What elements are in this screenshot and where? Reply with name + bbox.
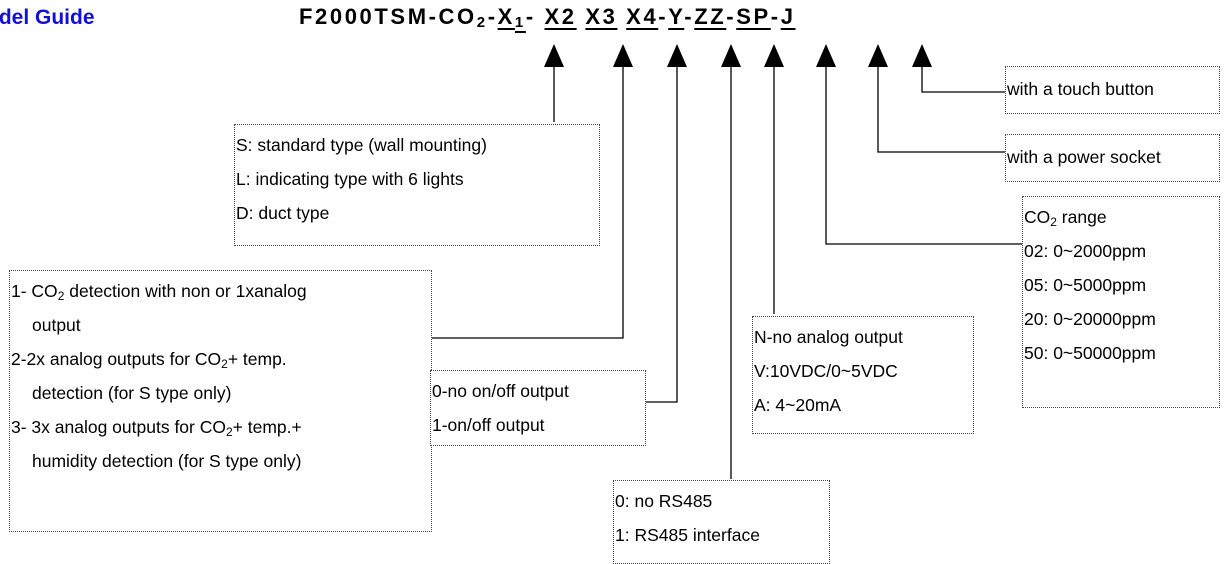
y-analog-line: N-no analog output xyxy=(754,327,903,347)
arrow-head-x3 xyxy=(667,44,687,67)
model-code-part: - xyxy=(770,4,781,29)
zz-range-line: CO2 range xyxy=(1024,207,1107,229)
x3-onoff-line: 0-no on/off output xyxy=(432,381,569,401)
x1-type-line: D: duct type xyxy=(236,203,330,223)
model-code-part: ZZ xyxy=(694,4,727,29)
arrow-head-x4 xyxy=(721,44,741,67)
x3-onoff-line: 1-on/off output xyxy=(432,415,545,435)
model-code: F2000TSM-CO2-X1- X2 X3 X4-Y-ZZ-SP-J xyxy=(299,4,796,31)
model-code-part: - xyxy=(726,4,737,29)
arrow-head-zz xyxy=(816,44,836,67)
model-code-part: - xyxy=(487,4,498,29)
zz-range-box: CO2 range 02: 0~2000ppm 05: 0~5000ppm 20: 0… xyxy=(1022,196,1220,408)
model-code-part: - xyxy=(525,4,545,29)
zz-range-line: 50: 0~50000ppm xyxy=(1024,343,1156,363)
model-code-part: X xyxy=(497,4,515,29)
x4-rs485-box: 0: no RS485 1: RS485 interface xyxy=(613,480,830,564)
j-touch-box: with a touch button xyxy=(1005,66,1220,114)
y-analog-line: V:10VDC/0~5VDC xyxy=(754,361,898,381)
model-code-part: Y xyxy=(668,4,685,29)
sp-socket-line: with a power socket xyxy=(1007,147,1161,167)
zz-range-line: 05: 0~5000ppm xyxy=(1024,275,1147,295)
model-code-part: X4 xyxy=(626,4,659,29)
x4-rs485-line: 0: no RS485 xyxy=(615,491,713,511)
x2-detection-line: output xyxy=(32,315,81,335)
model-code-part: J xyxy=(780,4,796,29)
y-analog-line: A: 4~20mA xyxy=(754,395,842,415)
arrow-head-sp xyxy=(868,44,888,67)
connector-x3 xyxy=(646,66,678,403)
model-code-part: X2 xyxy=(544,4,577,29)
x2-detection-line: detection (for S type only) xyxy=(32,383,232,403)
connector-sp xyxy=(877,66,1006,153)
model-code-part xyxy=(617,4,626,29)
sp-socket-box: with a power socket xyxy=(1005,134,1220,182)
model-code-part: - xyxy=(684,4,695,29)
zz-range-line: 20: 0~20000ppm xyxy=(1024,309,1156,329)
x4-rs485-line: 1: RS485 interface xyxy=(615,525,760,545)
x1-type-box: S: standard type (wall mounting) L: indic… xyxy=(234,124,600,246)
model-code-part: X3 xyxy=(585,4,618,29)
model-code-part: 2 xyxy=(476,14,488,31)
arrow-head-j xyxy=(912,44,932,67)
zz-range-line: 02: 0~2000ppm xyxy=(1024,241,1147,261)
x1-type-line: L: indicating type with 6 lights xyxy=(236,169,464,189)
connector-j xyxy=(921,66,1006,93)
connector-zz xyxy=(825,66,1022,245)
x2-detection-box: 1- CO2 detection with non or 1xanalog out… xyxy=(9,270,432,532)
arrow-head-x1 xyxy=(544,44,564,67)
model-code-part: F2000TSM-CO xyxy=(299,4,477,29)
x3-onoff-box: 0-no on/off output 1-on/off output xyxy=(430,370,646,446)
model-code-part: 1 xyxy=(514,14,526,31)
model-guide-title: odel Guide xyxy=(0,6,95,29)
model-code-part: - xyxy=(658,4,669,29)
arrow-head-y xyxy=(764,44,784,67)
x2-detection-line: humidity detection (for S type only) xyxy=(32,451,302,471)
x1-type-line: S: standard type (wall mounting) xyxy=(236,135,487,155)
j-touch-line: with a touch button xyxy=(1007,79,1154,99)
connector-x2 xyxy=(432,66,624,339)
arrow-head-x2 xyxy=(613,44,633,67)
x2-detection-line: 3- 3x analog outputs for CO2+ temp.+ xyxy=(11,417,302,439)
x2-detection-line: 1- CO2 detection with non or 1xanalog xyxy=(11,281,307,303)
x2-detection-line: 2-2x analog outputs for CO2+ temp. xyxy=(11,349,287,371)
model-code-part: SP xyxy=(736,4,771,29)
